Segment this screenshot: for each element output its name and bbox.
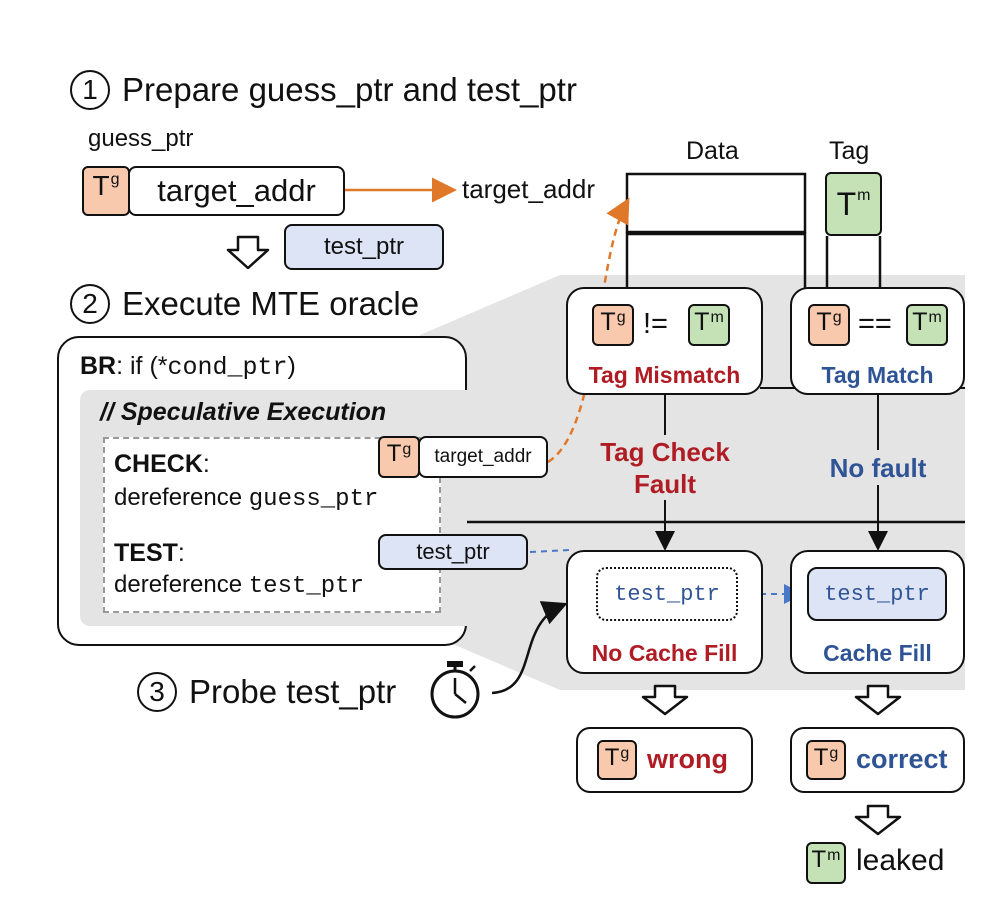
test-line2: dereference test_ptr <box>114 571 364 600</box>
step2-text: Execute MTE oracle <box>122 285 420 322</box>
tag-header: Tag <box>829 137 870 165</box>
probe-arrow <box>491 601 568 695</box>
test-line1: TEST: <box>114 539 185 567</box>
result-correct-text: correct <box>856 744 948 774</box>
step1-number: 1 <box>70 70 110 110</box>
test-to-nocache-dashed <box>529 549 571 553</box>
data-header: Data <box>686 137 739 165</box>
stopwatch-icon <box>430 661 480 719</box>
no-cache-label: No Cache Fill <box>591 640 738 666</box>
match-label: Tag Match <box>821 362 934 388</box>
step3-text: Probe test_ptr <box>189 673 397 710</box>
memory-target-label: target_addr <box>462 174 595 204</box>
step1-text: Prepare guess_ptr and test_ptr <box>122 71 577 108</box>
br-line: BR: if (*cond_ptr) <box>80 352 296 382</box>
down-arrow-2 <box>641 684 689 716</box>
test-ptr-top: test_ptr <box>284 224 444 270</box>
step3-number: 3 <box>137 672 177 712</box>
step2-heading: 2 Execute MTE oracle <box>70 284 419 324</box>
test-pointer-box: test_ptr <box>378 534 528 570</box>
no-cache-code: test_ptr <box>596 567 738 621</box>
cache-label: Cache Fill <box>823 640 932 666</box>
result-correct-box <box>790 727 965 793</box>
step1-heading: 1 Prepare guess_ptr and test_ptr <box>70 70 577 110</box>
cache-code: test_ptr <box>807 567 947 621</box>
result-wrong-text: wrong <box>647 744 728 774</box>
leaked-text: leaked <box>856 844 945 877</box>
data-block <box>625 172 807 234</box>
mismatch-op: != <box>643 308 668 340</box>
down-arrow-4 <box>854 804 902 836</box>
match-op: == <box>858 308 892 340</box>
mismatch-label: Tag Mismatch <box>588 362 741 388</box>
check-line2: dereference guess_ptr <box>114 484 379 513</box>
guess-target-box: target_addr <box>128 166 345 216</box>
step2-number: 2 <box>70 284 110 324</box>
spec-title: // Speculative Execution <box>100 398 387 426</box>
check-pointer-box: target_addr <box>418 436 548 478</box>
down-arrow-1 <box>226 235 270 270</box>
step3-heading: 3 Probe test_ptr <box>137 672 396 712</box>
guess-ptr-label: guess_ptr <box>88 125 194 152</box>
nofault-label: No fault <box>829 453 927 483</box>
down-arrow-3 <box>854 684 902 716</box>
check-line1: CHECK: <box>114 450 210 478</box>
